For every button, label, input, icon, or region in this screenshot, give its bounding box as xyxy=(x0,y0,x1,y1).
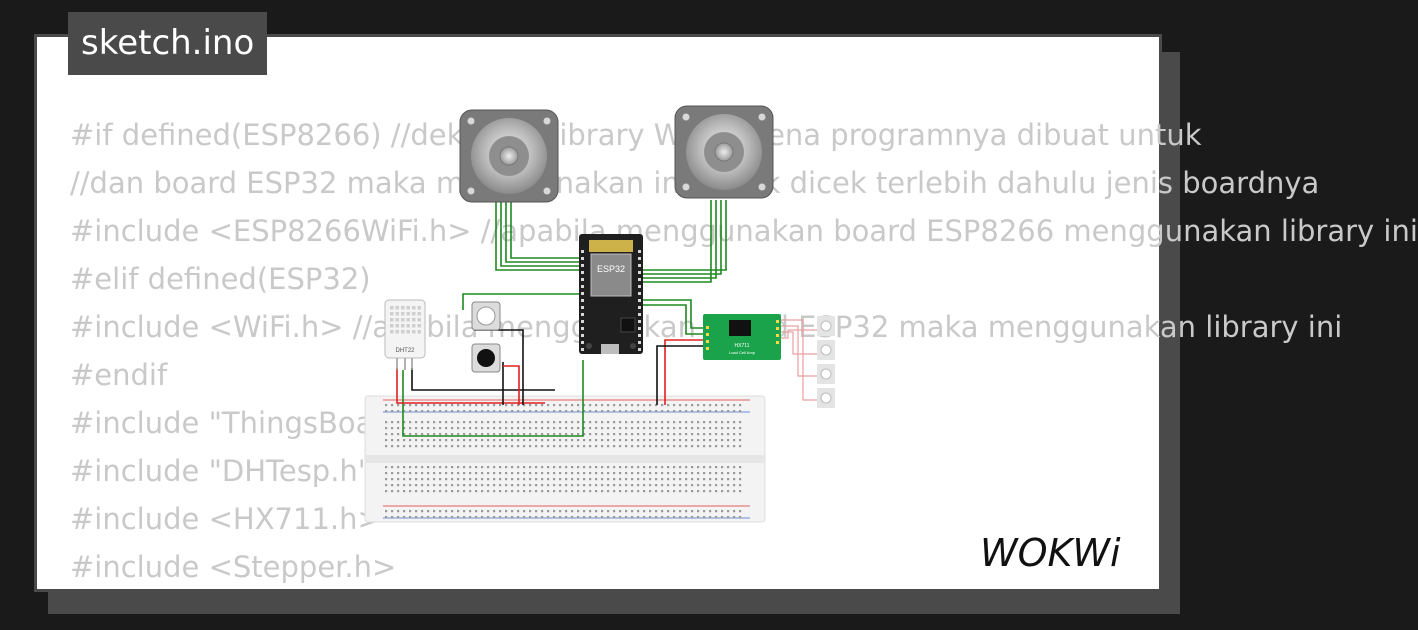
esp32-label: ESP32 xyxy=(597,264,625,274)
esp32-board[interactable]: ESP32 xyxy=(579,234,643,354)
stepper-motor-right xyxy=(674,105,774,199)
stepper-motor-left xyxy=(459,109,559,203)
code-line: #include <HX711.h> xyxy=(70,502,382,536)
wokwi-logo-text: WOKWi xyxy=(980,531,1121,575)
hx711-label: HX711 xyxy=(735,343,750,349)
hx711-sublabel: Load Cell Amp xyxy=(729,350,756,355)
code-line: #include <Stepper.h> xyxy=(70,550,397,584)
dht22-sensor[interactable]: DHT22 xyxy=(384,299,426,370)
hx711-module[interactable]: HX711 Load Cell Amp xyxy=(703,314,781,360)
pushbutton-black[interactable] xyxy=(471,343,501,373)
code-line: #include "DHTesp.h" xyxy=(70,454,372,488)
code-line: #endif xyxy=(70,358,168,392)
breadboard xyxy=(364,395,766,523)
file-title: sketch.ino xyxy=(68,12,268,75)
pushbutton-white[interactable] xyxy=(471,301,501,331)
dht22-label: DHT22 xyxy=(395,348,415,354)
code-line: #include <WiFi.h> //apabila menggunakan … xyxy=(70,310,1343,344)
load-cells xyxy=(817,316,835,408)
wokwi-logo: WOKWi xyxy=(980,531,1121,575)
code-line: #elif defined(ESP32) xyxy=(70,262,371,296)
circuit-diagram: ESP32 DHT22 HX711 Load Cell Amp xyxy=(364,105,835,523)
